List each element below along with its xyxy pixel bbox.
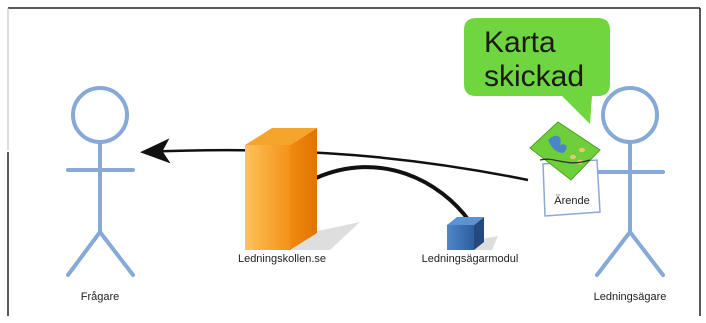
map-route-line bbox=[539, 158, 591, 164]
left-actor-head bbox=[71, 86, 129, 144]
speech-bubble-shape bbox=[464, 18, 610, 124]
map-lake-shape bbox=[548, 135, 567, 153]
module-top-face bbox=[447, 217, 484, 225]
right-actor-head bbox=[601, 86, 659, 144]
ledningskollen-box bbox=[245, 128, 360, 250]
ledningskollen-front-face bbox=[245, 145, 290, 250]
module-cube bbox=[447, 217, 498, 250]
case-document-label: Ärende bbox=[554, 195, 589, 207]
right-actor-stick-figure bbox=[595, 86, 665, 277]
left-actor-stick-figure bbox=[66, 86, 135, 277]
response-arrow bbox=[140, 138, 529, 182]
speech-bubble-line2: skickad bbox=[484, 60, 584, 93]
map-footprint-2 bbox=[579, 147, 585, 153]
speech-bubble-line1: Karta bbox=[484, 26, 556, 59]
module-connection-curve bbox=[315, 165, 472, 224]
right-actor-leg-right bbox=[628, 230, 665, 277]
left-actor-label: Frågare bbox=[81, 291, 120, 303]
case-document bbox=[529, 121, 601, 217]
module-side-face bbox=[474, 217, 484, 250]
left-actor-leg-right bbox=[98, 230, 135, 277]
module-front-face bbox=[447, 225, 474, 250]
map-footprint-1 bbox=[570, 154, 576, 160]
left-actor-leg-left bbox=[66, 230, 102, 277]
ledningskollen-top-face bbox=[245, 128, 317, 145]
ledningskollen-label: Ledningskollen.se bbox=[238, 253, 326, 265]
speech-bubble: Karta skickad bbox=[464, 18, 610, 124]
ledningskollen-side-face bbox=[290, 128, 317, 250]
right-actor-leg-left bbox=[595, 230, 632, 277]
right-actor-label: Ledningsägare bbox=[594, 291, 667, 303]
module-label: Ledningsägarmodul bbox=[422, 253, 519, 265]
